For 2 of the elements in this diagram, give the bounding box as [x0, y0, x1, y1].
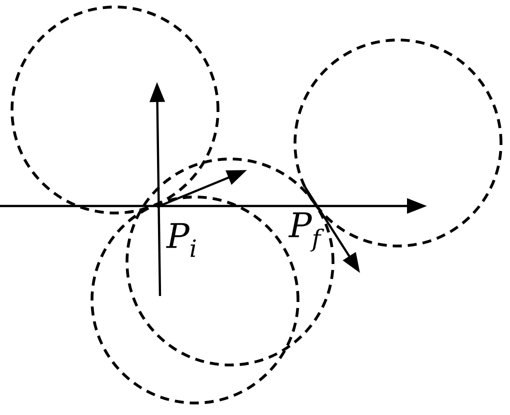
point-label: P$_{i}$: [166, 223, 196, 257]
point-label: P$_{f}$: [288, 212, 324, 252]
